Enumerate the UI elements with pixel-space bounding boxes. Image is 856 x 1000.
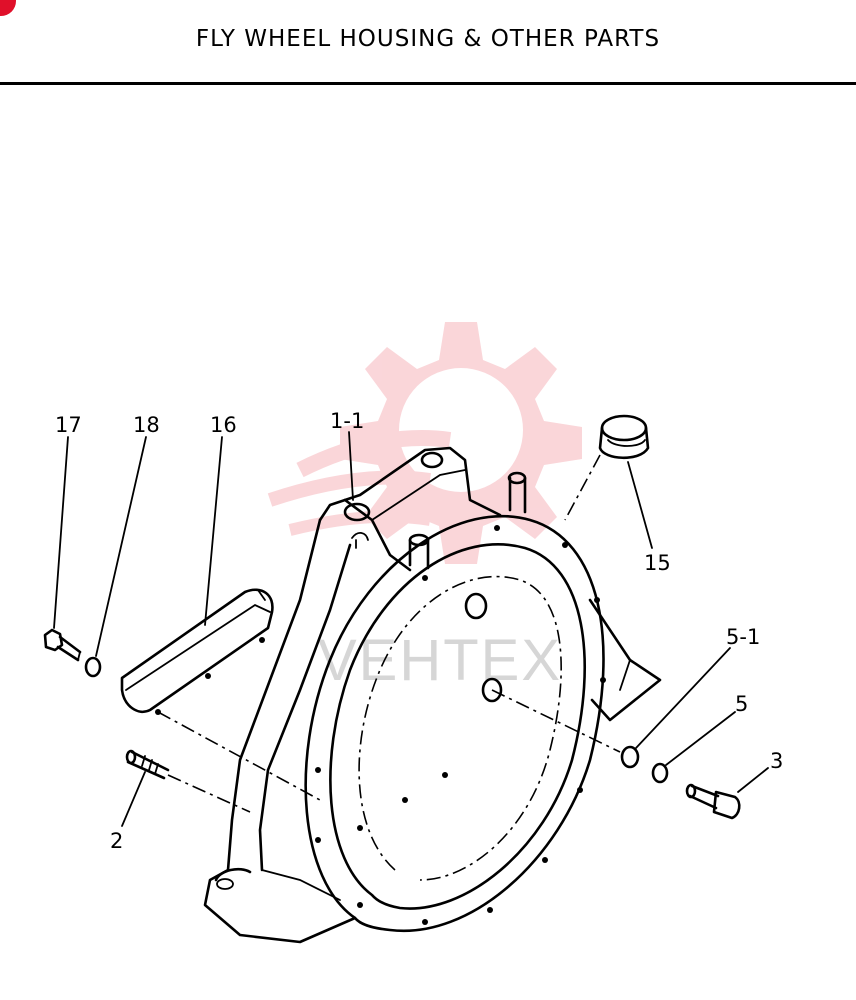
leader-17 (53, 436, 69, 629)
watermark-text: VEHTEX (318, 628, 562, 693)
callout-5-1: 5-1 (726, 625, 760, 649)
cover-alignment-line (157, 711, 321, 801)
bolt-part-17 (43, 628, 82, 662)
leader-1-1 (348, 431, 354, 501)
leader-5 (665, 711, 736, 766)
leader-2 (121, 771, 146, 827)
leader-18 (95, 436, 147, 657)
page-title: FLY WHEEL HOUSING & OTHER PARTS (195, 26, 661, 52)
callout-17: 17 (55, 413, 82, 437)
callout-5: 5 (735, 692, 748, 716)
leader-5-1 (635, 647, 731, 749)
bolt-alignment-line (491, 689, 621, 753)
plug-part-15 (598, 414, 650, 460)
stud-alignment-line (167, 774, 251, 813)
callout-18: 18 (133, 413, 160, 437)
callout-3: 3 (770, 749, 783, 773)
watermark-gear-logo (267, 322, 582, 564)
inspection-cover-part-16 (120, 588, 274, 715)
callout-16: 16 (210, 413, 237, 437)
leader-16 (204, 436, 223, 626)
callout-2: 2 (110, 829, 123, 853)
leader-3 (737, 767, 769, 793)
bolt-part-3 (685, 783, 741, 820)
plug-alignment-line (564, 454, 601, 521)
washer-part-5 (651, 762, 669, 784)
washer-part-5-1 (620, 745, 640, 769)
callout-15: 15 (644, 551, 671, 575)
washer-part-18 (84, 656, 102, 678)
stud-part-2 (125, 749, 170, 780)
callout-1-1: 1-1 (330, 409, 364, 433)
title-rule (0, 82, 856, 85)
leader-15 (627, 461, 653, 549)
flywheel-housing (203, 446, 662, 944)
